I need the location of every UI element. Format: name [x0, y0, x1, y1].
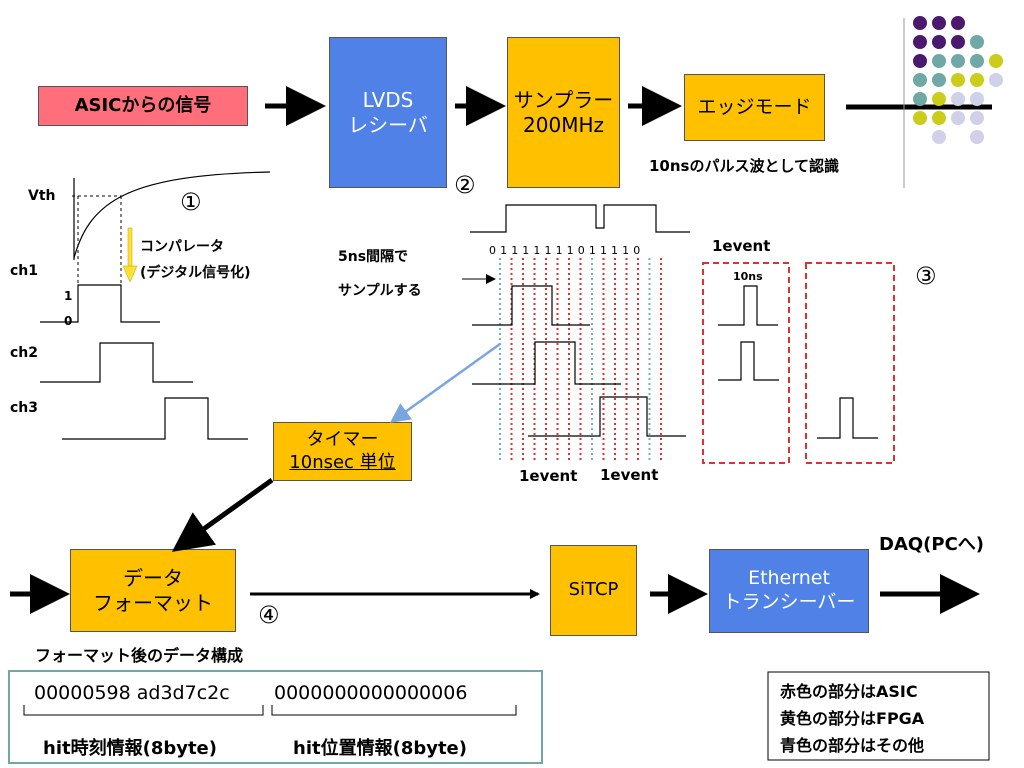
decorative-dot [913, 54, 927, 68]
sampled-ch3 [528, 396, 686, 437]
lvds-receiver-block: LVDS レシーバ [329, 37, 447, 188]
step-2: ② [454, 171, 476, 199]
bit-sequence: 0 1 1 1 1 1 1 1 0 1 1 1 1 0 [489, 244, 641, 257]
format-caption: フォーマット後のデータ構成 [35, 646, 244, 665]
digitize-label: (デジタル信号化) [140, 265, 251, 281]
ch1-pulse [40, 284, 160, 323]
ch1-label: ch1 [10, 263, 39, 279]
decorative-dot [913, 111, 927, 125]
step-3: ③ [915, 262, 937, 290]
decorative-dot [970, 35, 984, 49]
legend-frame [767, 671, 990, 761]
bracket-time [23, 705, 264, 716]
edge-pulse-3 [817, 397, 878, 439]
sampled-ch1 [472, 285, 590, 326]
pulse-recognize-label: 10nsのパルス波として認識 [649, 157, 840, 175]
decorative-dot [951, 54, 965, 68]
decorative-dot [913, 92, 927, 106]
event-box-1 [702, 262, 790, 464]
arrow-timer-format [171, 477, 274, 552]
step-4: ④ [258, 601, 280, 629]
decorative-dot [970, 73, 984, 87]
hex-time-value: 00000598 ad3d7c2c [34, 682, 230, 704]
daq-label: DAQ(PCへ) [879, 534, 985, 555]
arrow-sample-timer [389, 342, 501, 423]
step-1: ① [180, 188, 202, 216]
hit-pos-label: hit位置情報(8byte) [293, 738, 467, 759]
ethernet-line1: Ethernet [748, 567, 830, 590]
comparator-arrow-shaft [127, 227, 133, 269]
event-label-2: 1event [600, 466, 659, 484]
event-box-2 [805, 262, 895, 464]
comparator-arrow-head [122, 265, 138, 283]
ch3-pulse [62, 397, 248, 440]
decorative-dot [932, 92, 946, 106]
sampler-line1: サンプラー [513, 87, 614, 112]
timer-block: タイマー 10nsec 単位 [273, 422, 412, 481]
data-format-line2: フォーマット [93, 590, 213, 615]
decorative-dot [951, 35, 965, 49]
decorative-dot [932, 73, 946, 87]
ch2-pulse [40, 342, 193, 383]
format-structure-frame [8, 670, 543, 764]
timer-line2: 10nsec 単位 [289, 451, 396, 473]
decorative-dot [932, 111, 946, 125]
sampler-block: サンプラー 200MHz [507, 37, 620, 188]
decorative-dot [932, 54, 946, 68]
decorative-dot [913, 73, 927, 87]
decorative-dot [913, 35, 927, 49]
hex-pos-value: 0000000000000006 [274, 682, 468, 704]
legend-fpga: 黄色の部分はFPGA [780, 709, 925, 728]
decorative-dot [951, 92, 965, 106]
timer-line1: タイマー [306, 429, 379, 450]
sampled-ch2 [472, 341, 621, 385]
vth-label: Vth [28, 188, 56, 204]
decorative-dot [970, 130, 984, 144]
lvds-line2: レシーバ [348, 112, 428, 137]
bracket-pos [271, 705, 517, 716]
decorative-dot [951, 16, 965, 30]
decorative-dot [970, 111, 984, 125]
decorative-dot [913, 16, 927, 30]
data-format-line1: データ [123, 565, 183, 590]
sample-waveform-top [470, 204, 690, 233]
edge-pulse-2 [718, 341, 779, 381]
decorative-dot [989, 54, 1003, 68]
decorative-dot [970, 92, 984, 106]
ethernet-transceiver-block: Ethernet トランシーバー [709, 549, 869, 633]
legend-other: 青色の部分はその他 [780, 736, 925, 755]
decorative-dot [932, 16, 946, 30]
edge-mode-block: エッジモード [684, 74, 825, 141]
asic-signal-block: ASICからの信号 [38, 86, 248, 126]
legend: 赤色の部分はASIC 黄色の部分はFPGA 青色の部分はその他 [780, 678, 924, 759]
decorative-dot [989, 73, 1003, 87]
sampler-line2: 200MHz [523, 112, 604, 137]
event-label-1: 1event [519, 467, 578, 485]
ten-ns-label: 10ns [733, 270, 763, 283]
sampling-grid [499, 258, 662, 462]
hit-time-label: hit時刻情報(8byte) [43, 738, 217, 759]
event-label-top: 1event [712, 237, 771, 255]
ethernet-line2: トランシーバー [722, 591, 856, 613]
level-0-label: 0 [64, 314, 73, 328]
ch3-label: ch3 [10, 400, 39, 416]
decorative-dot [951, 111, 965, 125]
sample-interval-line2: サンプルする [338, 283, 422, 299]
ch2-label: ch2 [10, 345, 39, 361]
sitcp-block: SiTCP [550, 545, 637, 636]
decorative-dots [913, 16, 1003, 144]
data-format-block: データ フォーマット [70, 549, 236, 632]
lvds-line1: LVDS [362, 87, 414, 112]
decorative-dot [932, 130, 946, 144]
sample-interval-line1: 5ns間隔で [338, 249, 409, 265]
decorative-dot [932, 35, 946, 49]
level-1-label: 1 [64, 289, 73, 303]
decorative-dot [951, 73, 965, 87]
legend-asic: 赤色の部分はASIC [780, 682, 918, 701]
decorative-dot [970, 54, 984, 68]
comparator-label: コンパレータ [140, 239, 224, 255]
analog-curve [73, 171, 271, 259]
edge-pulse-1 [718, 285, 778, 326]
